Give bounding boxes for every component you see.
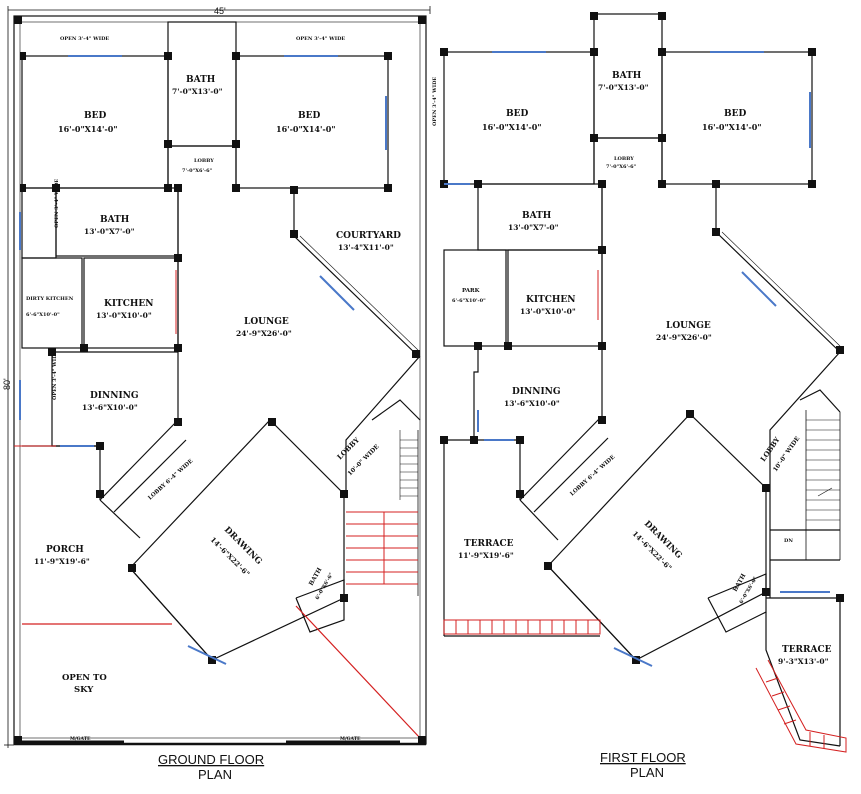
label-dinning: DINNING — [90, 391, 139, 401]
label-ff-park-size: 6'-6"X10'-0" — [452, 298, 486, 304]
label-open-left: OPEN 3'-4" WIDE — [54, 179, 60, 228]
label-ff-park: PARK — [462, 288, 480, 294]
label-kitchen-size: 13'-0"X10'-0" — [96, 311, 152, 320]
label-kitchen: KITCHEN — [104, 299, 153, 309]
label-lobby-top: LOBBY — [194, 158, 214, 164]
label-bath-mid-size: 13'-0"X7'-0" — [84, 227, 135, 236]
label-dirty-kitchen-size: 6'-6"X10'-0" — [26, 312, 60, 318]
ground-floor-entry-steps — [14, 270, 418, 585]
label-ff-dinning: DINNING — [512, 387, 561, 397]
label-ff-lobby-diag: LOBBY 6'-4" WIDE — [569, 454, 616, 497]
label-ff-bath-top: BATH — [612, 71, 642, 81]
first-floor-title-plan: PLAN — [630, 765, 664, 780]
label-bath-small: BATH — [308, 566, 324, 587]
label-ff-terrace-1-size: 11'-9"X19'-6" — [458, 551, 514, 560]
label-ff-dinning-size: 13'-6"X10'-0" — [504, 399, 560, 408]
first-floor-wall-blocks — [440, 12, 844, 664]
label-ff-bed-2-size: 16'-0"X14'-0" — [702, 122, 761, 132]
label-ff-terrace-1: TERRACE — [464, 539, 514, 549]
label-dinning-size: 13'-6"X10'-0" — [82, 403, 138, 412]
label-open-top-left: OPEN 3'-4" WIDE — [60, 36, 109, 42]
ground-floor-windows — [19, 55, 387, 665]
label-ff-bed-2: BED — [724, 109, 746, 119]
label-lobby-diag: LOBBY 6'-4" WIDE — [147, 458, 194, 501]
label-lobby-top-size: 7'-0"X6'-6" — [182, 168, 213, 174]
ground-floor-wall-blocks — [14, 16, 426, 744]
label-ff-terrace-2: TERRACE — [782, 645, 832, 655]
label-porch-size: 11'-9"X19'-6" — [34, 557, 90, 566]
label-bath-mid: BATH — [100, 215, 130, 225]
label-ff-lounge-size: 24'-9"X26'-0" — [656, 333, 712, 342]
label-ff-kitchen-size: 13'-0"X10'-0" — [520, 307, 576, 316]
label-open-left-2: OPEN 3'-4" WIDE — [52, 351, 58, 400]
label-ff-bed-1-size: 16'-0"X14'-0" — [482, 122, 541, 132]
first-floor-railings — [443, 270, 847, 753]
label-lobby-right: LOBBY — [335, 435, 362, 462]
label-open-to-sky-2: SKY — [74, 685, 94, 695]
label-gate-right: M/GATE — [340, 736, 361, 742]
label-bath-top-size: 7'-0"X13'-0" — [172, 87, 223, 96]
label-ff-terrace-2-size: 9'-3"X13'-0" — [778, 657, 829, 666]
label-lounge: LOUNGE — [244, 317, 289, 327]
label-ff-lounge: LOUNGE — [666, 321, 711, 331]
dimension-width: 45' — [214, 6, 226, 16]
label-courtyard: COURTYARD — [336, 231, 401, 241]
label-ff-lobby-top-size: 7'-0"X6'-6" — [606, 164, 637, 170]
label-ff-bath-mid: BATH — [522, 211, 552, 221]
ground-floor-stairs — [400, 439, 418, 497]
label-ff-dn: DN — [784, 538, 793, 544]
label-bed-1-size: 16'-0"X14'-0" — [58, 124, 117, 134]
ground-floor-title-plan: PLAN — [198, 767, 232, 782]
label-dirty-kitchen: DIRTY KITCHEN — [26, 296, 74, 302]
ground-floor-title: GROUND FLOOR — [158, 752, 264, 767]
label-ff-kitchen: KITCHEN — [526, 295, 575, 305]
label-bed-2: BED — [298, 111, 320, 121]
first-floor-windows — [444, 51, 830, 667]
label-open-to-sky: OPEN TO — [62, 673, 107, 683]
first-floor-stairs — [806, 419, 840, 521]
ground-floor-labels: 45' 80' OPEN 3'-4" WIDE OPEN 3'-4" WIDE … — [2, 6, 438, 782]
ground-floor-plan — [4, 6, 431, 748]
label-gate-left: M/GATE — [70, 736, 91, 742]
label-ff-bath-top-size: 7'-0"X13'-0" — [598, 83, 649, 92]
label-ff-bed-1: BED — [506, 109, 528, 119]
label-ff-lobby-top: LOBBY — [614, 156, 634, 162]
dimension-height: 80' — [2, 378, 12, 390]
label-ff-bath-mid-size: 13'-0"X7'-0" — [508, 223, 559, 232]
label-courtyard-size: 13'-4"X11'-0" — [338, 243, 394, 252]
label-open-right: OPEN 3'-4" WIDE — [432, 77, 438, 126]
label-bed-2-size: 16'-0"X14'-0" — [276, 124, 335, 134]
label-lounge-size: 24'-9"X26'-0" — [236, 329, 292, 338]
label-open-top-right: OPEN 3'-4" WIDE — [296, 36, 345, 42]
label-porch: PORCH — [46, 545, 84, 555]
first-floor-title: FIRST FLOOR — [600, 750, 686, 765]
label-bath-top: BATH — [186, 75, 216, 85]
label-bed-1: BED — [84, 111, 106, 121]
